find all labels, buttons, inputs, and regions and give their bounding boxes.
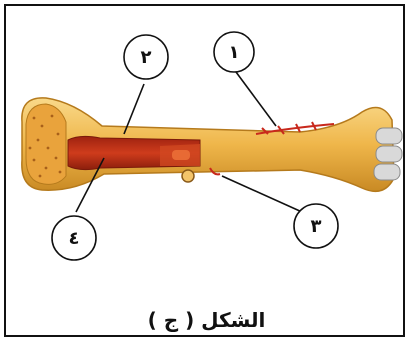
label-2-text: ٢ (141, 47, 152, 68)
label-3: ٣ (294, 204, 338, 248)
marrow-highlight (172, 150, 190, 160)
label-3-text: ٣ (311, 216, 322, 237)
nutrient-foramen (182, 170, 194, 182)
label-1-text: ١ (229, 42, 240, 63)
label-4-text: ٤ (69, 228, 80, 249)
label-1: ١ (214, 32, 254, 72)
label-4: ٤ (52, 216, 96, 260)
articular-cartilage (374, 128, 402, 180)
figure-caption: الشكل ( ج ) (0, 308, 413, 332)
label-2: ٢ (124, 35, 168, 79)
